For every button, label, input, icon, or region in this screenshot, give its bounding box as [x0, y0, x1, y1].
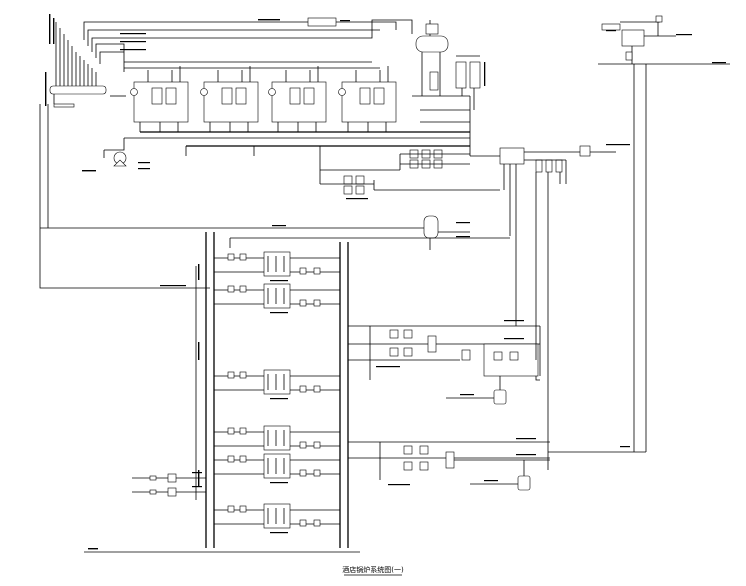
drawing-title: 酒店锅炉系统图(一): [342, 565, 404, 574]
ground-line: [84, 548, 360, 553]
middle-branch-pumps: [348, 320, 541, 380]
distributor-manifold: [469, 96, 630, 248]
heat-exchanger-row-1: [214, 251, 340, 282]
main-loop-left: [39, 104, 510, 289]
drawing-title-block: 酒店锅炉系统图(一): [342, 565, 404, 576]
boiler-2: [200, 66, 259, 132]
collector-vertical-labels: [45, 14, 55, 106]
heat-exchanger-row-3: [214, 369, 340, 400]
boiler-4: [338, 66, 397, 132]
collector-risers: [55, 22, 97, 86]
expansion-tank: [40, 215, 470, 250]
circulation-pump-set-1: [320, 149, 470, 171]
collector-drum: [49, 85, 107, 108]
left-inlet-lines: [132, 472, 206, 497]
right-return-loops: [515, 160, 567, 470]
heat-exchanger-row-6: [214, 503, 340, 534]
boiler-feed-headers: [110, 61, 380, 97]
heat-exchanger-row-4: [214, 425, 340, 456]
feed-pump-left: [82, 138, 150, 172]
deaerator-tank: [415, 20, 449, 96]
boiler-return-headers: [124, 95, 470, 170]
hot-water-tank-2: [470, 460, 531, 491]
top-right-unit: [548, 15, 730, 453]
hot-water-tank-1: [446, 376, 507, 405]
heat-exchanger-row-2: [214, 283, 340, 314]
lower-branch-pumps: [348, 438, 550, 486]
softener-units: [455, 55, 486, 110]
boiler-1: [130, 66, 189, 132]
boiler-3: [268, 66, 327, 132]
circulation-pump-set-2: [319, 170, 500, 200]
heat-exchanger-row-5: [214, 453, 340, 484]
top-steam-lines: [83, 17, 413, 72]
